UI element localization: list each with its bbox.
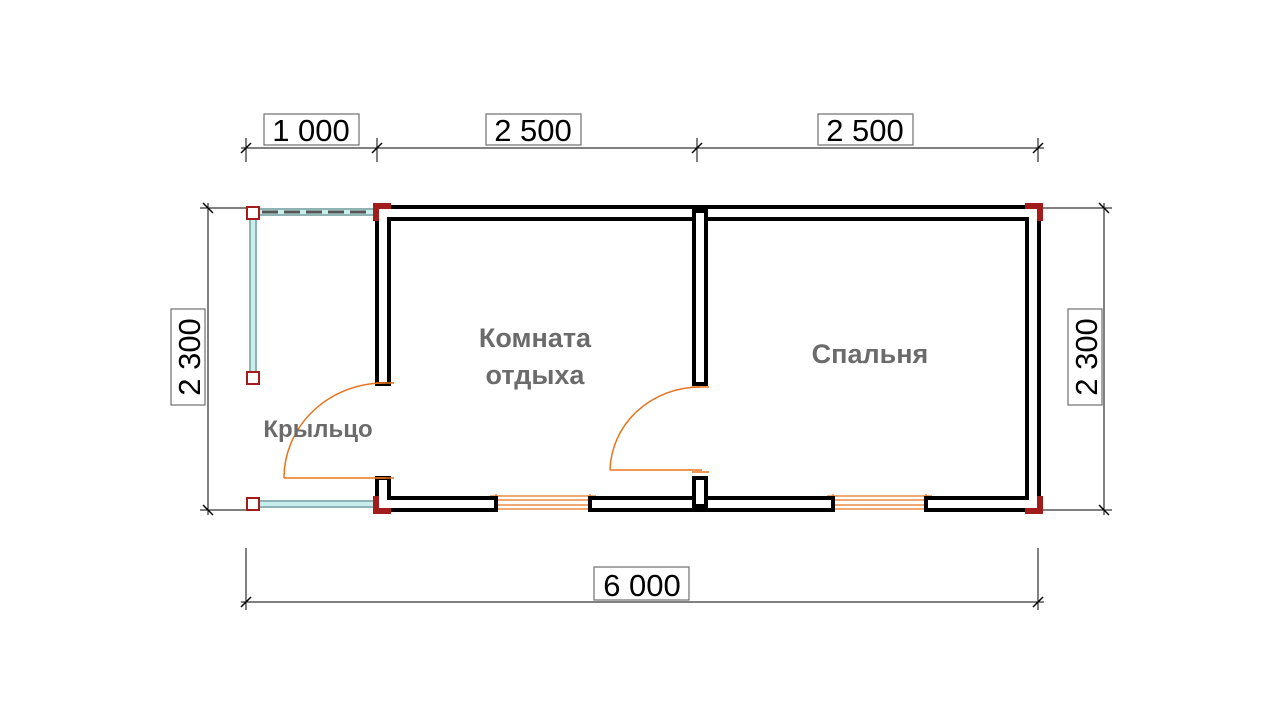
porch-post [246, 497, 260, 511]
dimension-left-height: 2 300 [172, 318, 207, 396]
window-left [490, 494, 596, 512]
corner-post [373, 203, 379, 221]
dimension-tick [691, 142, 703, 154]
dimension-tick [202, 202, 214, 214]
corner-post [373, 508, 391, 514]
dimension-label-box [593, 566, 690, 601]
room-label-lounge-line1: Комната [479, 323, 592, 353]
entrance-door [283, 382, 394, 479]
walls [375, 205, 1041, 512]
dimension-label-box [485, 113, 582, 146]
room-label-bedroom: Спальня [812, 339, 929, 369]
dimension-porch-width: 1 000 [272, 113, 350, 148]
dimension-tick [240, 596, 252, 608]
dimension-tick [371, 142, 383, 154]
porch-post [246, 206, 260, 220]
right-dimension: 2 300 [1040, 202, 1112, 516]
porch-post [246, 371, 260, 385]
corner-post [1037, 203, 1043, 221]
entrance-door-swing [283, 382, 386, 479]
dimension-label-box [263, 113, 360, 146]
dimension-tick [202, 504, 214, 516]
room-label-porch: Крыльцо [263, 416, 372, 443]
dimension-tick [1032, 596, 1044, 608]
corner-post [373, 496, 379, 514]
interior-door [609, 386, 709, 473]
wall-inner-north-east [379, 209, 1037, 508]
wall-inner-south-west [379, 480, 494, 508]
dimension-tick [240, 142, 252, 154]
corner-post [373, 203, 391, 209]
dimension-bedroom-width: 2 500 [826, 113, 904, 148]
dimension-tick [1098, 202, 1110, 214]
dimension-label-box [817, 113, 914, 146]
dimension-tick [1098, 504, 1110, 516]
corner-post [1037, 496, 1043, 514]
porch-railing [249, 208, 378, 508]
window-right [827, 494, 932, 512]
dimension-total-length: 6 000 [603, 568, 681, 603]
dimension-right-height: 2 300 [1069, 318, 1104, 396]
top-dimension-chain: 1 000 2 500 2 500 [240, 113, 1044, 162]
dimension-label-box [170, 308, 206, 406]
dimension-label-box [1067, 308, 1103, 406]
corner-post [1025, 508, 1043, 514]
interior-door-swing [609, 386, 701, 471]
dimension-tick [1032, 142, 1044, 154]
bottom-dimension: 6 000 [240, 548, 1044, 610]
left-dimension: 2 300 [170, 202, 246, 516]
room-label-lounge-line2: отдыха [486, 360, 586, 390]
corner-post [1025, 203, 1043, 209]
dimension-lounge-width: 2 500 [494, 113, 572, 148]
